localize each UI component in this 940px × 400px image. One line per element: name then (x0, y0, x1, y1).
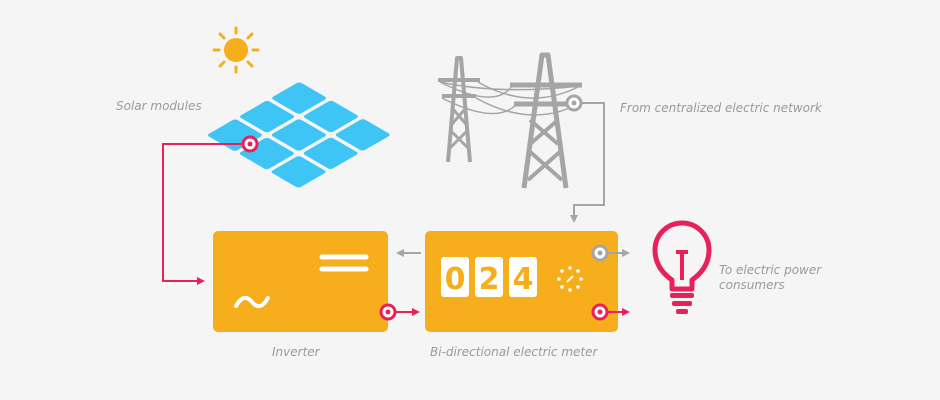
power-tower-icon-right (510, 52, 582, 189)
meter-digit-box-3 (509, 257, 537, 297)
light-bulb-icon (652, 220, 712, 314)
meter-digit-2: 2 (479, 262, 500, 297)
consumers-label: To electric power consumers (719, 263, 822, 292)
bi-directional-meter-box: 0 2 4 (425, 231, 618, 332)
grid-to-meter-line (565, 94, 605, 223)
meter-label: Bi-directional electric meter (430, 345, 598, 359)
solar-modules-label: Solar modules (116, 99, 202, 113)
meter-dial-icon (557, 266, 583, 292)
inverter-label: Inverter (272, 345, 320, 359)
solar-to-inverter-line (162, 135, 259, 285)
ac-symbol-icon (234, 295, 270, 309)
inverter-box (213, 231, 388, 332)
inverter-to-meter-arrow (379, 303, 420, 321)
meter-digit-box-1 (441, 257, 469, 297)
power-tower-icon-left (438, 56, 480, 163)
meter-digit-1: 0 (445, 262, 466, 297)
centralized-network-label: From centralized electric network (620, 101, 822, 115)
sun-icon (212, 26, 260, 74)
meter-digit-3: 4 (513, 262, 534, 297)
meter-to-grid-arrow (591, 244, 630, 262)
solar-panel-icon (208, 82, 390, 188)
power-wires (439, 81, 581, 116)
meter-to-consumers-arrow (591, 303, 630, 321)
meter-digit-box-2 (475, 257, 503, 297)
